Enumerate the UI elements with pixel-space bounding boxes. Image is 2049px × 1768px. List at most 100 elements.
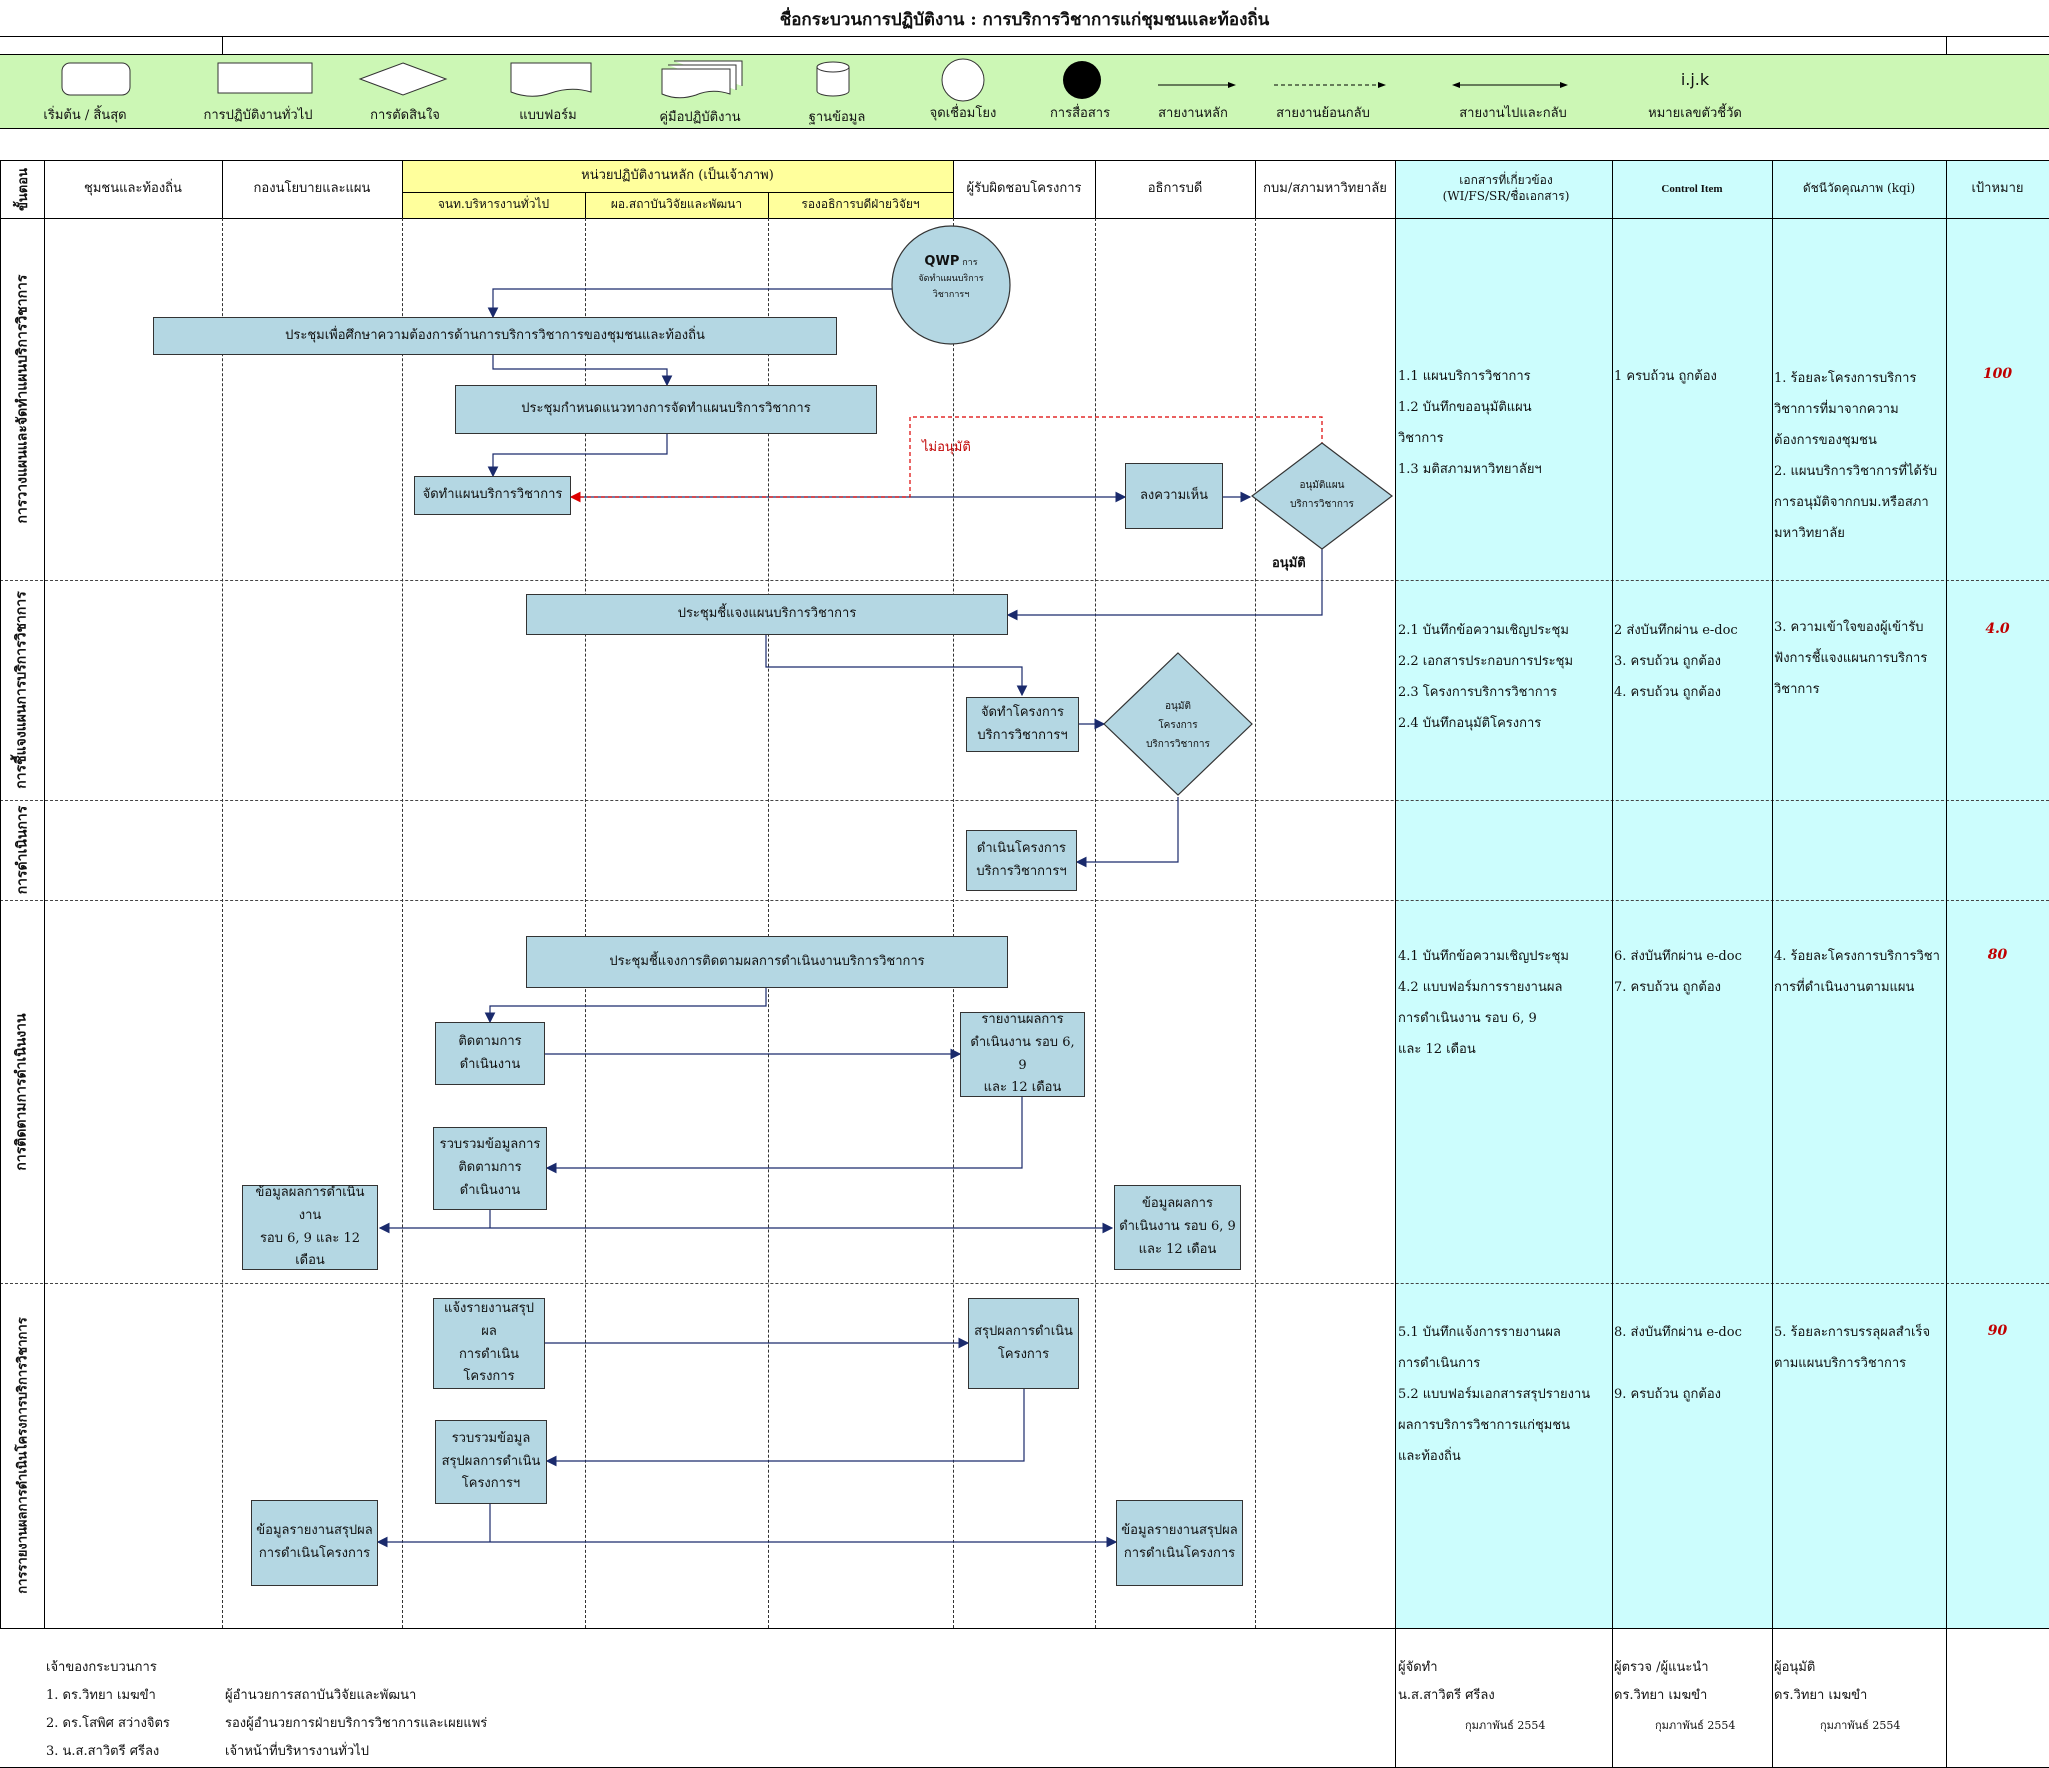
approve-project-decision	[1103, 652, 1253, 796]
flow-guide-to-make	[487, 434, 668, 478]
header-lane-project-owner: ผู้รับผิดชอบโครงการ	[966, 180, 1082, 196]
legend-icons	[61, 58, 1568, 102]
header-target: เป้าหมาย	[1971, 180, 2024, 196]
process-monitoring-meeting: ประชุมชี้แจงการติดตามผลการดำเนินงานบริกา…	[526, 936, 1008, 988]
footer-owner-1-name: 1. ดร.วิทยา เมฆขำ	[46, 1688, 156, 1703]
row2-kqi: 3. ความเข้าใจของผู้เข้ารับฟังการชี้แจงแผ…	[1774, 620, 1928, 697]
connector-icon	[941, 58, 985, 102]
approve-plan-decision	[1251, 442, 1393, 550]
indicator-number-symbol: i.j.k	[1680, 70, 1710, 89]
footer-approver-name: ดร.วิทยา เมฆขำ	[1774, 1688, 1868, 1703]
qwp-label: QWP การ จัดทำแผนบริการ วิชาการฯ	[918, 254, 984, 300]
target-column-bg	[1946, 160, 2049, 1628]
process-run-project: ดำเนินโครงการบริการวิชาการฯ	[966, 830, 1077, 891]
communication-icon	[1063, 61, 1101, 99]
data-summary-president: ข้อมูลรายงานสรุปผลการดำเนินโครงการ	[1116, 1500, 1243, 1586]
header-docs: เอกสารที่เกี่ยวข้อง (WI/FS/SR/ชื่อเอกสาร…	[1442, 173, 1570, 203]
footer-reviewer-role: ผู้ตรวจ /ผู้แนะนำ	[1614, 1660, 1709, 1675]
row1-kqi: 1. ร้อยละโครงการบริการวิชาการที่มาจากควา…	[1774, 371, 1938, 541]
process-create-plan: จัดทำแผนบริการวิชาการ	[414, 476, 571, 515]
return-line-arrow-icon	[1274, 82, 1386, 88]
footer-owner-2-name: 2. ดร.โสพิศ สว่างจิตร	[46, 1716, 170, 1731]
flow-clarify-to-follow	[484, 988, 767, 1024]
main-line-arrow-icon	[1158, 82, 1236, 88]
flow-reject-back	[569, 416, 1323, 503]
docs-column-bg	[1395, 160, 1946, 1628]
legend-label-two-way-line: สายงานไปและกลับ	[1459, 106, 1567, 121]
flow-approve-to-clarify	[1006, 547, 1323, 621]
process-project-summary: สรุปผลการดำเนินโครงการ	[968, 1298, 1079, 1389]
process-create-project: จัดทำโครงการบริการวิชาการฯ	[966, 697, 1079, 752]
legend-label-main-line: สายงานหลัก	[1158, 106, 1228, 121]
footer-owner-3-name: 3. น.ส.สาวิตรี ศรีลง	[46, 1744, 160, 1759]
decision-icon	[358, 62, 448, 96]
row1-target: 100	[1982, 366, 2013, 382]
two-way-arrow-icon	[1452, 82, 1568, 88]
row2-target: 4.0	[1985, 621, 2010, 637]
main-unit-header-bg	[402, 160, 953, 218]
footer-preparer-role: ผู้จัดทำ	[1398, 1660, 1438, 1675]
reject-label: ไม่อนุมัติ	[922, 440, 971, 455]
terminator-icon	[61, 62, 131, 96]
header-main-unit: หน่วยปฏิบัติงานหลัก (เป็นเจ้าภาพ)	[581, 167, 774, 183]
flow-meeting-to-guide	[492, 355, 673, 387]
decision-approve-plan-label: อนุมัติแผนบริการวิชาการ	[1290, 480, 1354, 510]
header-control-item: Control Item	[1661, 182, 1723, 195]
process-collect-monitoring: รวบรวมข้อมูลการติดตามการดำเนินงาน	[433, 1127, 547, 1210]
legend-label-form: แบบฟอร์ม	[519, 108, 577, 123]
row1-controls: 1 ครบถ้วน ถูกต้อง	[1614, 369, 1717, 384]
legend-label-process: การปฏิบัติงานทั่วไป	[203, 108, 313, 123]
footer-owner-3-role: เจ้าหน้าที่บริหารงานทั่วไป	[225, 1744, 369, 1759]
qwp-connector	[891, 225, 1011, 345]
footer-approver-role: ผู้อนุมัติ	[1774, 1660, 1816, 1675]
footer-preparer-name: น.ส.สาวิตรี ศรีลง	[1398, 1688, 1495, 1703]
legend-label-terminator: เริ่มต้น / สิ้นสุด	[43, 108, 127, 123]
footer-owner-1-role: ผู้อำนวยการสถาบันวิจัยและพัฒนา	[225, 1688, 417, 1703]
database-icon	[816, 61, 850, 97]
flow-qwp-to-meeting	[487, 288, 893, 319]
footer-preparer-date: กุมภาพันธ์ 2554	[1465, 1719, 1546, 1732]
process-clarify-meeting: ประชุมชี้แจงแผนบริการวิชาการ	[526, 594, 1008, 635]
process-sign-opinion: ลงความเห็น	[1125, 463, 1223, 529]
row4-target: 90	[1987, 1323, 2008, 1339]
process-collect-summary: รวบรวมข้อมูลสรุปผลการดำเนินโครงการฯ	[435, 1420, 547, 1504]
header-lane-community: ชุมชนและท้องถิ่น	[84, 180, 182, 196]
row4-kqi: 5. ร้อยละการบรรลุผลสำเร็จตามแผนบริการวิช…	[1774, 1325, 1931, 1371]
legend-label-decision: การตัดสินใจ	[370, 108, 440, 123]
header-sub-lane-director: ผอ.สถาบันวิจัยและพัฒนา	[610, 197, 743, 212]
legend-label-manual: คู่มือปฏิบัติงาน	[659, 110, 741, 125]
legend	[0, 55, 2049, 129]
flow-summary-to-collect	[545, 1389, 1025, 1467]
flow-approve-to-exec	[1075, 797, 1179, 868]
process-community-needs-meeting: ประชุมเพื่อศึกษาความต้องการด้านการบริการ…	[153, 317, 837, 355]
header-lane-president: อธิการบดี	[1147, 180, 1203, 196]
header-sub-lane-vice-president: รองอธิการบดีฝ่ายวิจัยฯ	[801, 197, 920, 212]
header-lane-council: กบม/สภามหาวิทยาลัย	[1263, 180, 1387, 196]
header-lane-policy: กองนโยบายและแผน	[253, 180, 371, 196]
data-summary-policy: ข้อมูลรายงานสรุปผลการดำเนินโครงการ	[251, 1500, 378, 1586]
header-kqi: ดัชนีวัดคุณภาพ (kqi)	[1802, 181, 1916, 196]
page-title: ชื่อกระบวนการปฏิบัติงาน : การบริการวิชาก…	[779, 9, 1270, 30]
flow-report-to-collect	[545, 1097, 1023, 1174]
document-icon	[510, 62, 592, 97]
decision-approve-project-label: อนุมัติโครงการบริการวิชาการ	[1146, 701, 1210, 750]
header-sub-lane-officer: จนท.บริหารงานทั่วไป	[437, 197, 550, 212]
process-follow-up: ติดตามการดำเนินงาน	[435, 1022, 545, 1085]
process-icon	[217, 62, 313, 94]
footer-reviewer-date: กุมภาพันธ์ 2554	[1655, 1719, 1736, 1732]
process-guideline-meeting: ประชุมกำหนดแนวทางการจัดทำแผนบริการวิชากา…	[455, 385, 877, 434]
footer-approver-date: กุมภาพันธ์ 2554	[1820, 1719, 1901, 1732]
footer-reviewer-name: ดร.วิทยา เมฆขำ	[1614, 1688, 1708, 1703]
manual-icon	[661, 60, 743, 99]
legend-label-database: ฐานข้อมูล	[808, 110, 866, 125]
